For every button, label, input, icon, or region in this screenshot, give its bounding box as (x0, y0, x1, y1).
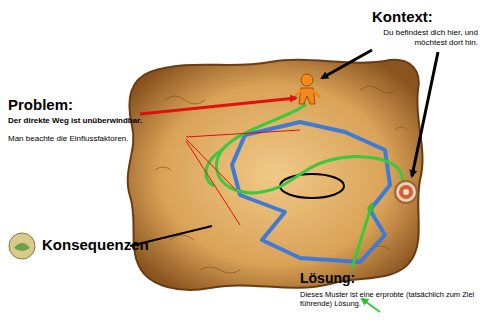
problem-note: Der direkte Weg ist unüberwindbar. (8, 116, 188, 126)
solution-note: Dieses Muster ist eine erprobte (tatsäch… (300, 290, 488, 308)
consequence-icon (9, 233, 35, 259)
problem-note: Man beachte die Einflussfaktoren. (8, 134, 188, 144)
heading: Lösung: (300, 270, 420, 287)
heading: Kontext: (372, 8, 462, 26)
problem-arrow (140, 98, 296, 114)
person-figure (294, 74, 320, 104)
context-note: Du befindest dich hier, und möchtest dor… (378, 28, 478, 47)
influence-lines (186, 130, 300, 225)
solution-arrow (352, 204, 372, 268)
direct-path-ellipse (280, 174, 344, 198)
target (395, 181, 417, 203)
context-arrow (322, 50, 372, 78)
terrain-marks (155, 86, 407, 273)
heading: Konsequenzen (42, 236, 142, 254)
consequence-leader (130, 226, 212, 246)
parchment (128, 60, 423, 290)
solution-path (216, 104, 402, 193)
context-arrow (412, 52, 438, 176)
pattern-arrow (362, 299, 380, 312)
heading: Problem: (8, 96, 128, 114)
